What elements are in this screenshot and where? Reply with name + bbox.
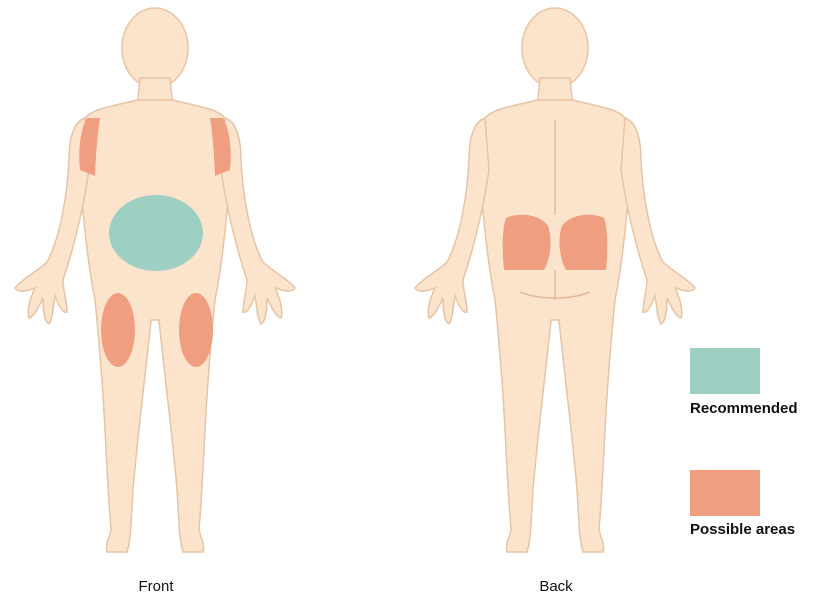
back-caption: Back [496, 578, 616, 595]
front-thigh-right-area [179, 293, 213, 367]
front-thigh-left-area [101, 293, 135, 367]
legend-possible-label: Possible areas [690, 521, 795, 538]
front-abdomen-recommended-area [109, 195, 203, 271]
legend-recommended-swatch [690, 348, 760, 394]
back-buttock-left-area [503, 215, 551, 270]
front-caption: Front [96, 578, 216, 595]
legend-possible-swatch [690, 470, 760, 516]
legend-recommended-label: Recommended [690, 400, 798, 417]
back-buttock-right-area [559, 215, 607, 270]
front-body [15, 8, 295, 552]
